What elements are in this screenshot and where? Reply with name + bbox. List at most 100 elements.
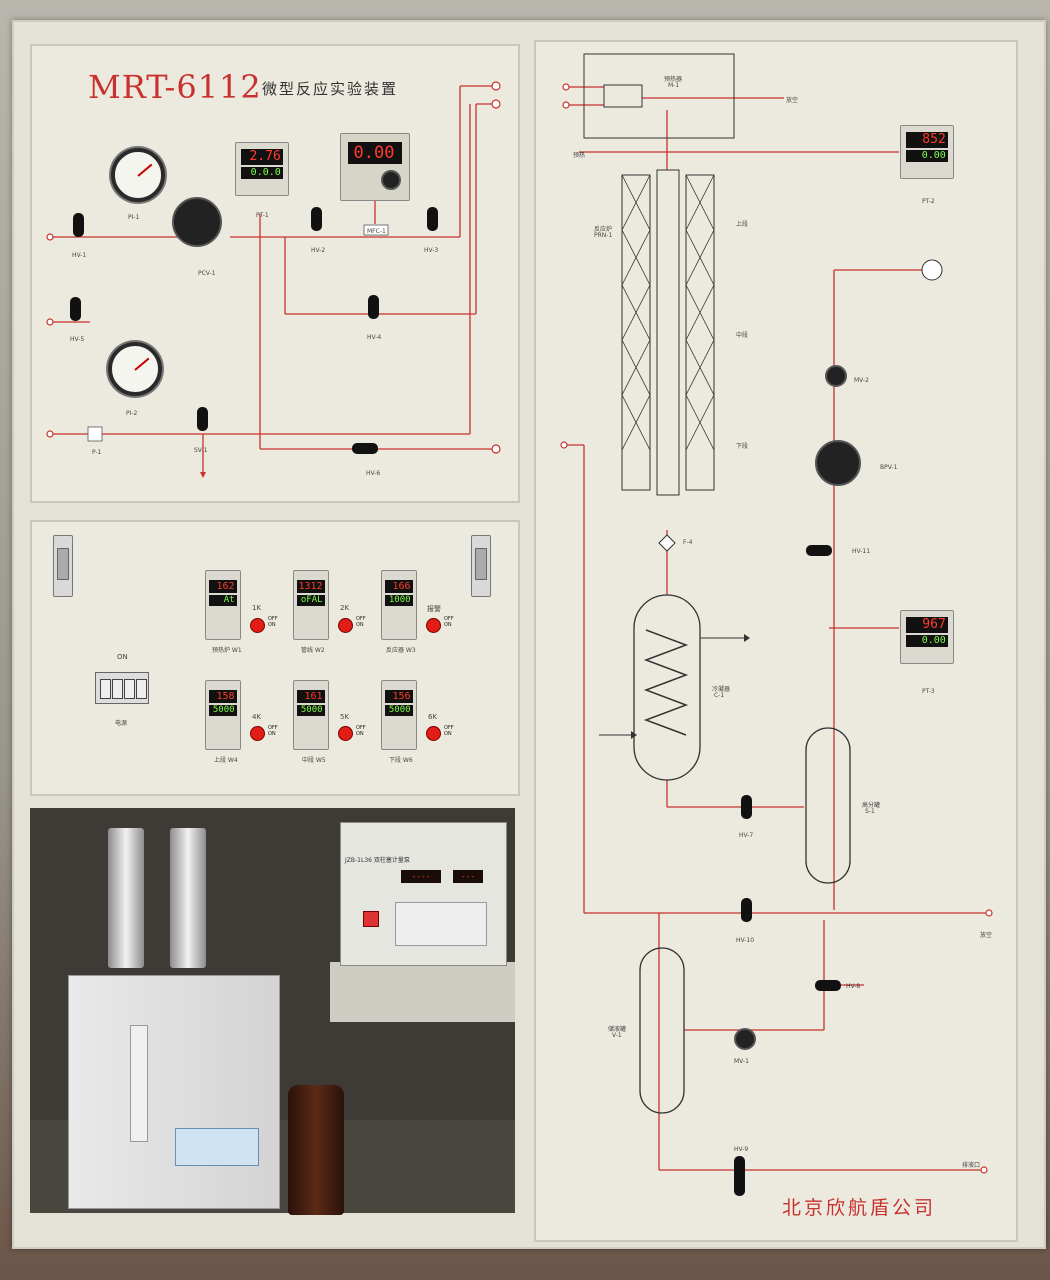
temp-controller-w4[interactable]: 158 5000	[205, 680, 241, 750]
off-text: OFF	[444, 725, 454, 731]
hand-valve-hv10[interactable]	[741, 898, 752, 922]
label-mv2: MV-2	[854, 377, 869, 384]
gas-supply-panel	[30, 44, 520, 503]
temp-controller-w2[interactable]: 1312 oFAL	[293, 570, 329, 640]
pt3-sv-display: 0.00	[906, 635, 948, 647]
pump-controller-title: JZB-1L36 双柱塞计量泵	[345, 857, 410, 864]
hand-valve-hv3[interactable]	[427, 207, 438, 231]
zone-label-w3: 反应器 W3	[386, 647, 416, 654]
hand-valve-hv2[interactable]	[311, 207, 322, 231]
off-text: OFF	[356, 725, 366, 731]
solenoid-valve-sv1[interactable]	[197, 407, 208, 431]
mass-flow-controller-display[interactable]: 0.00	[340, 133, 410, 201]
on-text: ON	[268, 622, 276, 628]
micro-valve-mv1[interactable]	[734, 1028, 756, 1050]
pump-nameplate	[175, 1128, 259, 1166]
indicator-alarm[interactable]	[426, 618, 441, 633]
pt1-pv-display: 2.76	[241, 149, 283, 165]
label-hv3: HV-3	[424, 247, 439, 254]
on-text: ON	[444, 731, 452, 737]
zone-key-6k: 6K	[428, 713, 438, 721]
label-c1: C-1	[714, 692, 725, 699]
label-pcv1: PCV-1	[198, 270, 216, 277]
temp-controller-w6[interactable]: 156 5000	[381, 680, 417, 750]
temp-controller-w1[interactable]: 162 At	[205, 570, 241, 640]
pressure-gauge-pi1	[111, 148, 165, 202]
hand-valve-hv4[interactable]	[368, 295, 379, 319]
back-pressure-valve-bpv1[interactable]	[815, 440, 861, 486]
zone-label-w6: 下段 W6	[389, 757, 413, 764]
pt2-sv-display: 0.00	[906, 150, 948, 162]
indicator-2k[interactable]	[338, 618, 353, 633]
w2-pv: 1312	[297, 580, 325, 593]
temp-controller-w3[interactable]: 166 1000	[381, 570, 417, 640]
model-title: MRT-6112	[88, 68, 262, 106]
pressure-gauge-pi2	[108, 342, 162, 396]
hand-valve-hv11[interactable]	[806, 545, 832, 556]
label-v1: V-1	[612, 1032, 622, 1039]
w1-pv: 162	[209, 580, 237, 593]
label-v1-name: 储液罐	[608, 1026, 627, 1033]
pump-display-a: ----	[401, 870, 441, 883]
alarm-label: 报警	[427, 605, 441, 613]
w5-pv: 161	[297, 690, 325, 703]
zone-label-w1: 预热炉 W1	[212, 647, 242, 654]
power-breaker[interactable]	[95, 672, 149, 704]
indicator-5k[interactable]	[338, 726, 353, 741]
label-s1: S-1	[865, 808, 875, 815]
label-bpv1: BPV-1	[880, 464, 898, 471]
label-rn1: PRN-1	[594, 232, 613, 239]
label-drain: 排液口	[962, 1162, 981, 1169]
micro-valve-mv2[interactable]	[825, 365, 847, 387]
pt3-controller[interactable]: 967 0.00	[900, 610, 954, 664]
label-vent-top: 放空	[786, 97, 799, 104]
zone-key-2k: 2K	[340, 604, 350, 612]
hand-valve-hv8[interactable]	[815, 980, 841, 991]
pt2-controller[interactable]: 852 0.00	[900, 125, 954, 179]
label-pi1: PI-1	[128, 214, 140, 221]
label-middle: 中段	[736, 332, 749, 339]
label-s1-name: 高分罐	[862, 802, 881, 809]
on-text: ON	[268, 731, 276, 737]
pt3-pv-display: 967	[906, 617, 948, 633]
panel-latch-left[interactable]	[53, 535, 73, 597]
hand-valve-hv6[interactable]	[352, 443, 378, 454]
hand-valve-hv1[interactable]	[73, 213, 84, 237]
temp-controller-w5[interactable]: 161 5000	[293, 680, 329, 750]
label-vent-mid: 放空	[980, 932, 993, 939]
indicator-6k[interactable]	[426, 726, 441, 741]
label-rn1-name: 反应炉	[594, 226, 613, 233]
panel-latch-right[interactable]	[471, 535, 491, 597]
hand-valve-hv5[interactable]	[70, 297, 81, 321]
hand-valve-hv7[interactable]	[741, 795, 752, 819]
pump-keypad[interactable]	[395, 902, 487, 946]
company-name: 北京欣航盾公司	[782, 1197, 937, 1219]
hand-valve-hv9[interactable]	[734, 1156, 745, 1196]
w4-sv: 5000	[209, 705, 237, 716]
w5-sv: 5000	[297, 705, 325, 716]
label-pt1: PT-1	[256, 212, 269, 219]
power-label: 电源	[115, 720, 128, 727]
label-preheat-out: 预热	[573, 152, 586, 159]
pt1-controller[interactable]: 2.76 0.0.0	[235, 142, 289, 196]
w6-sv: 5000	[385, 705, 413, 716]
off-text: OFF	[268, 725, 278, 731]
label-mfc1: MFC-1	[367, 228, 386, 235]
indicator-4k[interactable]	[250, 726, 265, 741]
pump-sight-tube	[130, 1025, 148, 1142]
indicator-1k[interactable]	[250, 618, 265, 633]
instrument-shelf	[330, 962, 515, 1022]
pt2-pv-display: 852	[906, 132, 948, 148]
label-hv4: HV-4	[367, 334, 382, 341]
metering-pump-base	[68, 975, 280, 1209]
pressure-control-valve-pcv1[interactable]	[172, 197, 222, 247]
power-switch-button[interactable]	[363, 911, 379, 927]
mfc-adjust-knob[interactable]	[381, 170, 401, 190]
w3-sv: 1000	[385, 595, 413, 606]
